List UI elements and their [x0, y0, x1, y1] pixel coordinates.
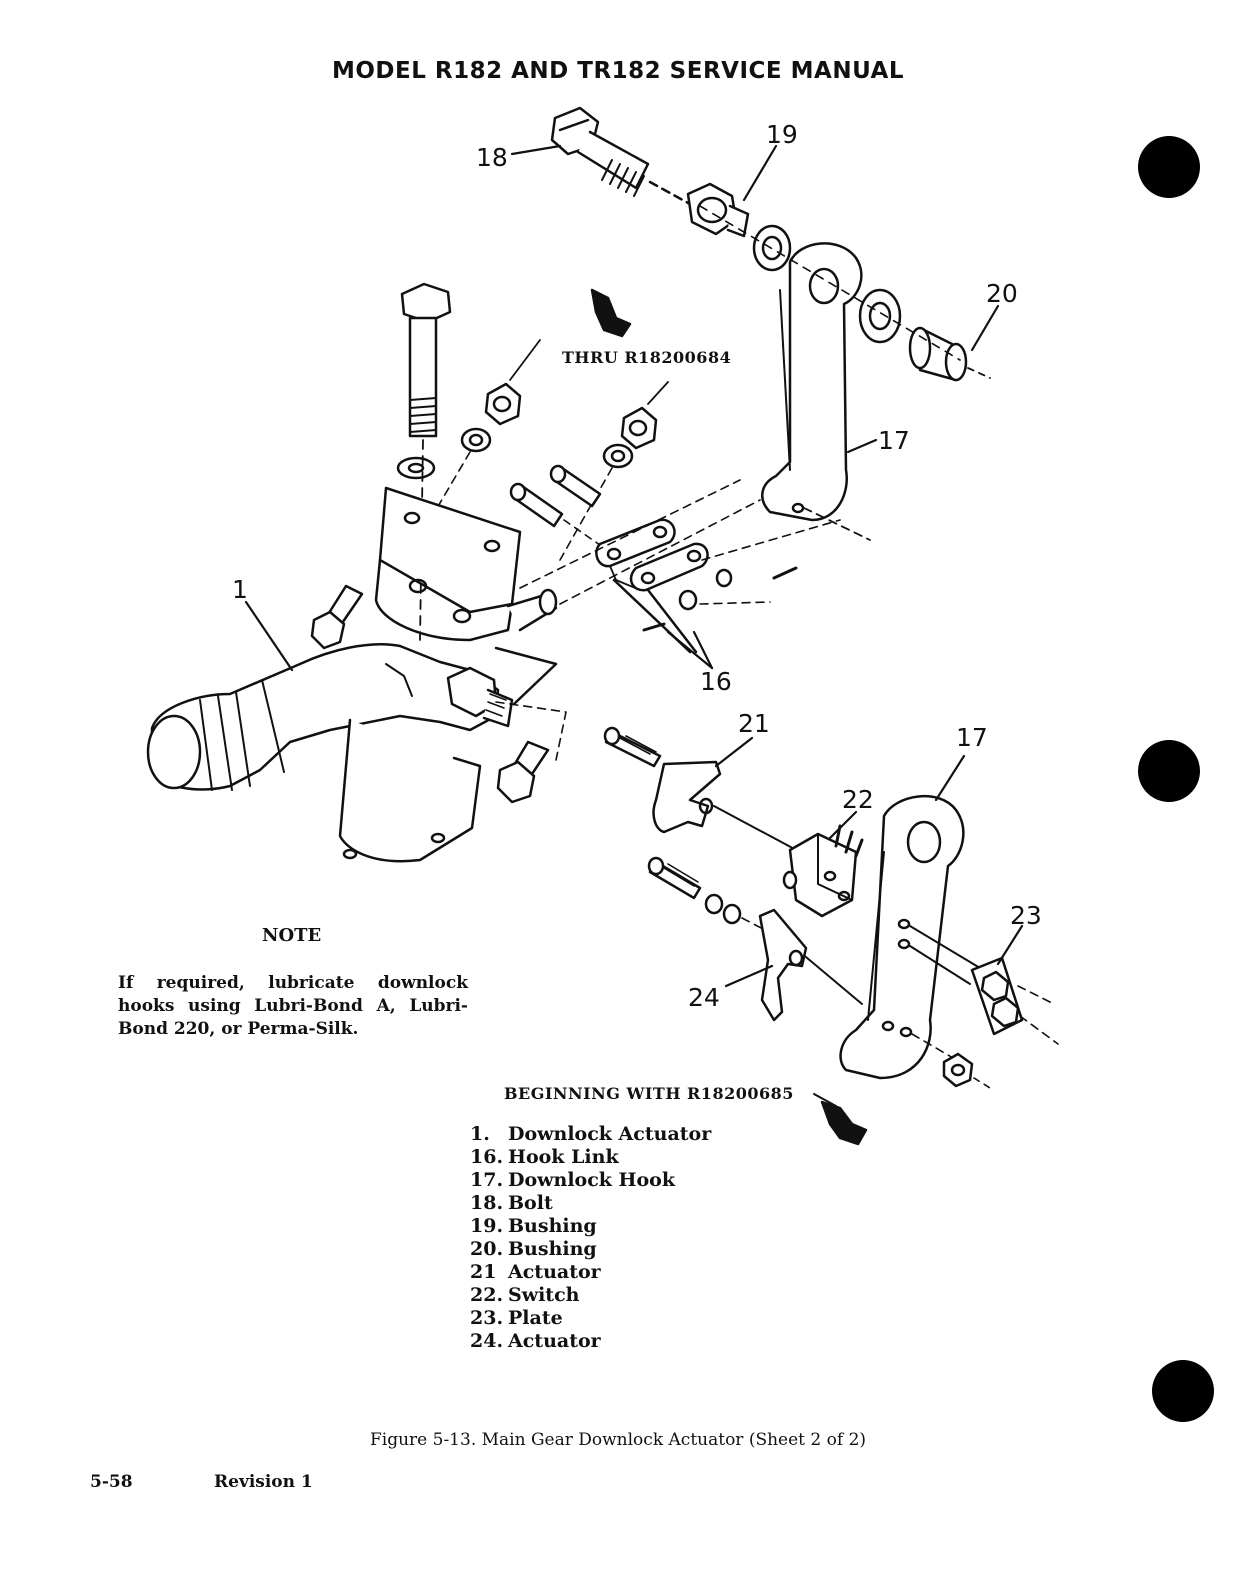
lower-bolt [496, 740, 550, 804]
legend-item-number: 1. [470, 1123, 490, 1145]
legend-item-number: 17. [470, 1169, 504, 1191]
actuator-21 [603, 726, 801, 853]
callout-18: 18 [476, 143, 508, 172]
legend-item: 22.Switch [470, 1284, 711, 1307]
hook-link-16 [519, 479, 841, 654]
callout-19: 19 [766, 120, 798, 149]
legend-item-label: Downlock Actuator [508, 1123, 712, 1145]
legend-item: 1. Downlock Actuator [470, 1123, 711, 1146]
legend-item: 19.Bushing [470, 1215, 711, 1238]
note-body: If required, lubricate downlock hooks us… [118, 973, 468, 1039]
actuator-24 [758, 908, 808, 1022]
legend-item: 23.Plate [470, 1307, 711, 1330]
mounting-bolt [396, 282, 452, 641]
legend-item: 20.Bushing [470, 1238, 711, 1261]
callout-17-lower: 17 [956, 723, 988, 752]
binder-hole-middle [1138, 740, 1200, 802]
effectivity-label-lower: BEGINNING WITH R18200685 [504, 1084, 794, 1103]
legend-item-label: Bushing [508, 1238, 597, 1260]
callout-16: 16 [700, 667, 732, 696]
pointer-hand-icon-upper [590, 288, 632, 338]
legend-item-number: 24. [470, 1330, 504, 1352]
nut-and-washer-left [429, 339, 541, 521]
legend-item-label: Actuator [508, 1261, 601, 1283]
callout-23: 23 [1010, 901, 1042, 930]
legend-item: 21 Actuator [470, 1261, 711, 1284]
legend-item-number: 18. [470, 1192, 504, 1214]
bushing-19 [686, 182, 792, 272]
page-number: 5-58 [90, 1472, 133, 1492]
legend-item: 16.Hook Link [470, 1146, 711, 1169]
bushing-20 [858, 288, 991, 382]
legend-item-label: Plate [508, 1307, 563, 1329]
legend-item-label: Downlock Hook [508, 1169, 676, 1191]
legend-item-number: 23. [470, 1307, 504, 1329]
binder-hole-bottom [1152, 1360, 1214, 1422]
nut-and-washer-right [559, 381, 669, 561]
legend-item-label: Actuator [508, 1330, 601, 1352]
legend-item-number: 20. [470, 1238, 504, 1260]
callout-17-upper: 17 [878, 426, 910, 455]
downlock-actuator-1 [146, 642, 567, 863]
legend-item-number: 16. [470, 1146, 504, 1168]
clevis-pins [509, 464, 611, 553]
legend-item-label: Bushing [508, 1215, 597, 1237]
lower-nut [942, 1052, 991, 1089]
callout-24: 24 [688, 983, 720, 1012]
pointer-hand-icon-lower [820, 1100, 868, 1146]
note-heading: NOTE [262, 925, 322, 946]
parts-legend: 1. Downlock Actuator 16.Hook Link 17.Down… [470, 1123, 711, 1353]
figure-caption: Figure 5-13. Main Gear Downlock Actuator… [369, 1430, 867, 1450]
switch-22 [782, 824, 864, 918]
legend-item: 24.Actuator [470, 1330, 711, 1353]
side-bolt [310, 584, 364, 650]
callout-22: 22 [842, 785, 874, 814]
downlock-hook-17-lower [839, 795, 981, 1080]
actuator-bracket [374, 486, 558, 642]
callout-leaders [244, 144, 1024, 988]
effectivity-label-upper: THRU R18200684 [562, 348, 732, 367]
legend-item-label: Hook Link [508, 1146, 619, 1168]
switch-screw [647, 856, 863, 1005]
plate-23 [970, 956, 1059, 1045]
legend-item-label: Bolt [508, 1192, 553, 1214]
page-header-title: MODEL R182 AND TR182 SERVICE MANUAL [331, 58, 904, 84]
bolt-18 [550, 106, 692, 206]
legend-item-number: 21 [470, 1261, 497, 1283]
downlock-hook-17-upper [761, 242, 871, 541]
callout-1: 1 [232, 575, 248, 604]
legend-item-label: Switch [508, 1284, 580, 1306]
callout-21: 21 [738, 709, 770, 738]
legend-item-number: 22. [470, 1284, 504, 1306]
revision-label: Revision 1 [214, 1472, 313, 1492]
binder-hole-top [1138, 136, 1200, 198]
legend-item: 18.Bolt [470, 1192, 711, 1215]
legend-item-number: 19. [470, 1215, 504, 1237]
legend-item: 17.Downlock Hook [470, 1169, 711, 1192]
callout-20: 20 [986, 279, 1018, 308]
